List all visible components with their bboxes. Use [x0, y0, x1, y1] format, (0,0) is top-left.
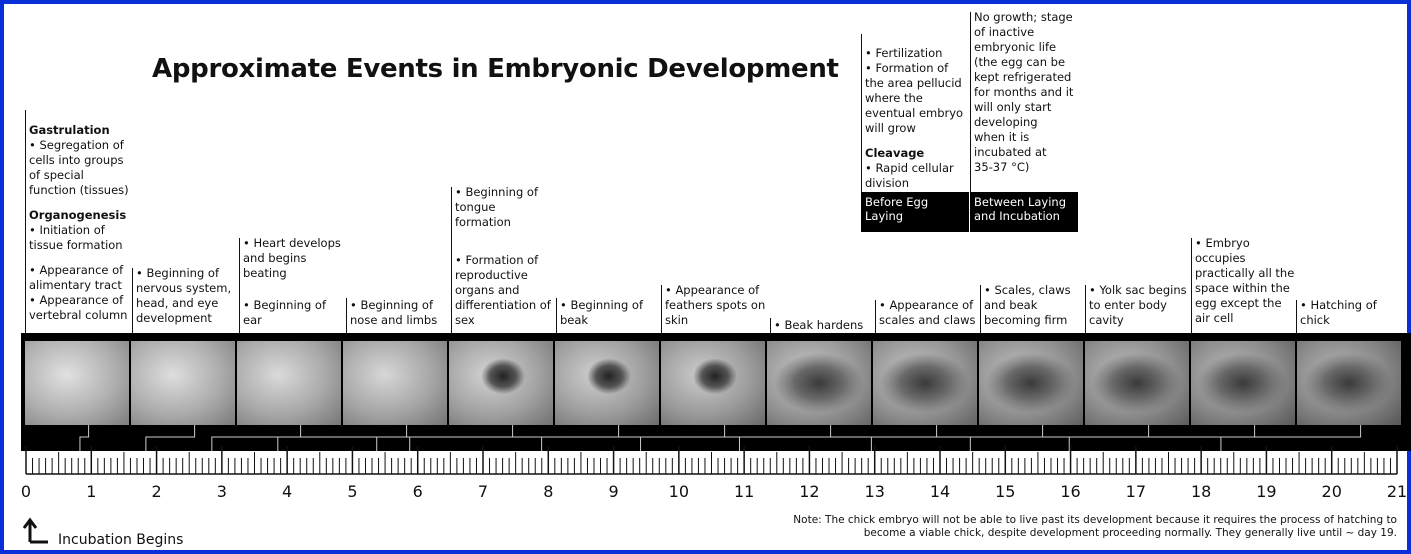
ruler-tick-label: 20 — [1320, 482, 1344, 501]
leader-line-day3 — [239, 238, 240, 333]
gastrulation-text: • Segregation of cells into groups of sp… — [29, 138, 129, 197]
annotation-day16: • Yolk sac begins to enter body cavity — [1089, 283, 1193, 328]
ruler-tick-label: 5 — [340, 482, 364, 501]
annotation-day0: Gastrulation• Segregation of cells into … — [29, 108, 139, 323]
leader-line-day13 — [875, 300, 876, 333]
annotation-day2: • Beginning of nervous system, head, and… — [136, 266, 242, 326]
annotation-day10: • Appearance of feathers spots on skin — [665, 283, 769, 328]
annotation-day4: • Beginning of nose and limbs — [350, 298, 450, 328]
ruler-tick-label: 10 — [667, 482, 691, 501]
ruler-tick-label: 12 — [797, 482, 821, 501]
annotation-before-laying: • Fertilization • Formation of the area … — [865, 31, 973, 191]
leader-line-day20 — [1296, 300, 1297, 333]
ruler-tick-label: 3 — [210, 482, 234, 501]
organogenesis-text: • Initiation of tissue formation — [29, 223, 123, 252]
ruler-tick-label: 11 — [732, 482, 756, 501]
stage-connector-lines — [21, 333, 1411, 451]
leader-line-day6 — [451, 187, 452, 333]
ruler-tick-label: 21 — [1385, 482, 1409, 501]
ruler-tick-label: 8 — [536, 482, 560, 501]
leader-line-day10 — [661, 285, 662, 333]
leader-line-day15 — [980, 285, 981, 333]
before-laying-label: Before Egg Laying — [861, 192, 969, 232]
ruler-tick-label: 14 — [928, 482, 952, 501]
annotation-between: No growth; stage of inactive embryonic l… — [974, 10, 1078, 175]
ruler-tick-label: 16 — [1059, 482, 1083, 501]
ruler-tick-label: 0 — [14, 482, 38, 501]
ruler-tick-label: 6 — [406, 482, 430, 501]
annotation-day15: • Scales, claws and beak becoming firm — [984, 283, 1084, 328]
leader-line-day11 — [770, 318, 771, 333]
ruler-tick-label: 17 — [1124, 482, 1148, 501]
incubation-begins-label: Incubation Begins — [58, 532, 183, 548]
leader-line-day4 — [346, 298, 347, 333]
ruler-tick-label: 1 — [79, 482, 103, 501]
leader-line-day16 — [1085, 285, 1086, 333]
ruler-tick-label: 15 — [993, 482, 1017, 501]
leader-line-day8 — [556, 298, 557, 333]
cleavage-heading: Cleavage — [865, 146, 973, 161]
annotation-day6-repro: • Formation of reproductive organs and d… — [455, 253, 561, 328]
figure-title: Approximate Events in Embryonic Developm… — [152, 54, 839, 84]
before-laying-events: • Fertilization • Formation of the area … — [865, 46, 963, 135]
leader-line-before-laying — [861, 34, 862, 194]
between-label: Between Laying and Incubation — [970, 192, 1078, 232]
cleavage-text: • Rapid cellular division — [865, 161, 954, 190]
gastrulation-heading: Gastrulation — [29, 123, 139, 138]
timeline-ruler — [4, 444, 1407, 480]
up-arrow-icon — [22, 516, 54, 544]
ruler-tick-label: 2 — [145, 482, 169, 501]
annotation-day18: • Embryo occupies practically all the sp… — [1195, 236, 1299, 326]
ruler-tick-label: 13 — [863, 482, 887, 501]
annotation-day13: • Appearance of scales and claws — [879, 298, 979, 328]
footnote: Note: The chick embryo will not be able … — [697, 514, 1397, 540]
ruler-tick-label: 18 — [1189, 482, 1213, 501]
annotation-day6-tongue: • Beginning of tongue formation — [455, 185, 555, 230]
ruler-tick-label: 9 — [602, 482, 626, 501]
ruler-tick-label: 19 — [1254, 482, 1278, 501]
leader-line-day2 — [132, 268, 133, 333]
appearance-text: • Appearance of alimentary tract • Appea… — [29, 263, 127, 322]
organogenesis-heading: Organogenesis — [29, 208, 139, 223]
annotation-day8: • Beginning of beak — [560, 298, 660, 328]
leader-line-day0 — [25, 110, 26, 333]
annotation-day3-heart: • Heart develops and begins beating — [243, 236, 347, 281]
leader-line-between — [970, 12, 971, 194]
photo-strip — [21, 333, 1411, 451]
leader-line-day18 — [1191, 238, 1192, 333]
ruler-tick-label: 7 — [471, 482, 495, 501]
annotation-day20: • Hatching of chick — [1300, 298, 1400, 328]
annotation-day11: • Beak hardens — [774, 318, 874, 333]
ruler-tick-label: 4 — [275, 482, 299, 501]
annotation-day3-ear: • Beginning of ear — [243, 298, 343, 328]
